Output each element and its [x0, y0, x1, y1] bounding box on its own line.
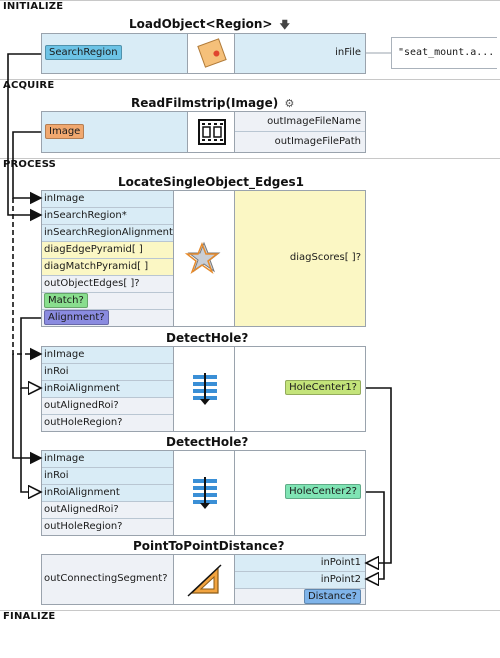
input-port-inroi[interactable]: inRoi — [42, 364, 173, 381]
output-port-outconnectingsegment[interactable]: outConnectingSegment? — [44, 573, 168, 584]
readfilmstrip-node[interactable]: Image outImageFileName outImageFilePath — [41, 111, 366, 153]
loadobject-output-area — [235, 34, 365, 73]
output-port-outobjectedges[interactable]: outObjectEdges[ ]? — [42, 276, 173, 293]
load-object-icon — [197, 38, 227, 68]
pointdistance-left-area — [42, 555, 173, 604]
input-port-image[interactable]: Image — [45, 124, 85, 139]
section-divider — [0, 79, 500, 80]
input-port-inpoint2[interactable]: inPoint2 — [235, 572, 365, 589]
section-divider — [0, 158, 500, 159]
output-port-distance[interactable]: Distance? — [235, 589, 365, 604]
output-port-diagscores[interactable]: diagScores[ ]? — [289, 252, 361, 263]
pointdistance-node[interactable]: outConnectingSegment? inPoint1 inPoint2 … — [41, 554, 366, 605]
output-port-outholeregion[interactable]: outHoleRegion? — [42, 415, 173, 431]
wire-alignment-detecthole1[interactable] — [20, 317, 41, 388]
node-title-locatesingleobject[interactable]: LocateSingleObject_Edges1 — [118, 175, 305, 189]
input-port-inimage[interactable]: inImage — [42, 347, 173, 364]
wire-holecenter2-inpoint2[interactable] — [366, 491, 385, 579]
output-port-match[interactable]: Match? — [42, 293, 173, 310]
detect-hole-icon — [193, 477, 217, 509]
section-finalize-label: FINALIZE — [3, 611, 56, 622]
readfilmstrip-icon-cell — [187, 112, 235, 152]
gear-icon: ⚙ — [284, 97, 295, 110]
input-port-inroialignment[interactable]: inRoiAlignment — [42, 485, 173, 502]
section-acquire-label: ACQUIRE — [3, 80, 55, 91]
output-port-alignment[interactable]: Alignment? — [42, 310, 173, 326]
node-title-loadobject[interactable]: LoadObject<Region> 🡇 — [129, 17, 290, 35]
input-port-inroi[interactable]: inRoi — [42, 468, 173, 485]
output-port-outimagefilepath[interactable]: outImageFilePath — [235, 132, 365, 152]
wire-searchregion[interactable] — [7, 53, 43, 222]
input-port-inpoint1[interactable]: inPoint1 — [235, 555, 365, 572]
node-title-detecthole-2[interactable]: DetectHole? — [166, 435, 249, 449]
port-label: Alignment? — [44, 310, 109, 325]
node-title-readfilmstrip[interactable]: ReadFilmstrip(Image) ⚙ — [131, 96, 294, 110]
output-port-infile[interactable]: inFile — [335, 47, 361, 58]
wire-image-detecthole2[interactable] — [12, 354, 43, 465]
input-port-inroialignment[interactable]: inRoiAlignment — [42, 381, 173, 398]
output-port-outimagefilename[interactable]: outImageFileName — [235, 112, 365, 132]
ruler-triangle-icon — [187, 564, 222, 597]
locate-node[interactable]: inImage inSearchRegion* inSearchRegionAl… — [41, 190, 366, 327]
node-title-detecthole-1[interactable]: DetectHole? — [166, 331, 249, 345]
loadobject-icon-cell — [187, 34, 235, 73]
filmstrip-icon — [198, 119, 226, 145]
section-divider — [0, 0, 500, 1]
locate-diag-output-area — [235, 191, 365, 326]
node-title-text: LoadObject<Region> — [129, 17, 273, 31]
output-port-outalignedroi[interactable]: outAlignedRoi? — [42, 398, 173, 415]
detecthole-2-icon-cell — [173, 451, 235, 535]
port-label: Distance? — [303, 589, 361, 604]
infile-value-field[interactable]: "seat_mount.a... — [391, 37, 497, 69]
input-port-inimage[interactable]: inImage — [42, 451, 173, 468]
detecthole-1-node[interactable]: inImage inRoi inRoiAlignment outAlignedR… — [41, 346, 366, 432]
wire-image-locate[interactable] — [12, 131, 43, 205]
output-port-outalignedroi[interactable]: outAlignedRoi? — [42, 502, 173, 519]
port-label: HoleCenter2? — [285, 484, 361, 499]
section-process-label: PROCESS — [3, 159, 57, 170]
port-label: SearchRegion — [45, 45, 122, 60]
input-port-insearchregion[interactable]: inSearchRegion* — [42, 208, 173, 225]
output-port-holecenter2[interactable]: HoleCenter2? — [235, 482, 365, 503]
down-arrow-icon: 🡇 — [279, 20, 290, 31]
section-initialize-label: INITIALIZE — [3, 1, 64, 12]
locate-icon-cell — [173, 191, 235, 326]
output-port-outholeregion[interactable]: outHoleRegion? — [42, 519, 173, 535]
wire-image-detecthole1[interactable] — [12, 198, 43, 361]
output-port-holecenter1[interactable]: HoleCenter1? — [235, 378, 365, 399]
section-divider — [0, 610, 500, 611]
port-label: Image — [45, 124, 85, 139]
port-label: Match? — [44, 293, 88, 308]
wire-alignment-detecthole2[interactable] — [20, 388, 41, 492]
input-port-insearchregionalignment[interactable]: inSearchRegionAlignment* — [42, 225, 178, 242]
node-title-pointtopointdistance[interactable]: PointToPointDistance? — [133, 539, 285, 553]
wire-holecenter1-inpoint1[interactable] — [366, 387, 392, 563]
detect-hole-icon — [193, 373, 217, 405]
input-port-inimage[interactable]: inImage — [42, 191, 173, 208]
input-port-searchregion[interactable]: SearchRegion — [45, 45, 122, 60]
output-port-diagedgepyramid[interactable]: diagEdgePyramid[ ] — [42, 242, 173, 259]
output-port-diagmatchpyramid[interactable]: diagMatchPyramid[ ] — [42, 259, 173, 276]
loadobject-node[interactable]: SearchRegion inFile — [41, 33, 366, 74]
star-match-icon — [184, 241, 221, 274]
port-label: HoleCenter1? — [285, 380, 361, 395]
pointdistance-icon-cell — [173, 555, 235, 604]
node-title-text: ReadFilmstrip(Image) — [131, 96, 279, 110]
detecthole-1-icon-cell — [173, 347, 235, 431]
